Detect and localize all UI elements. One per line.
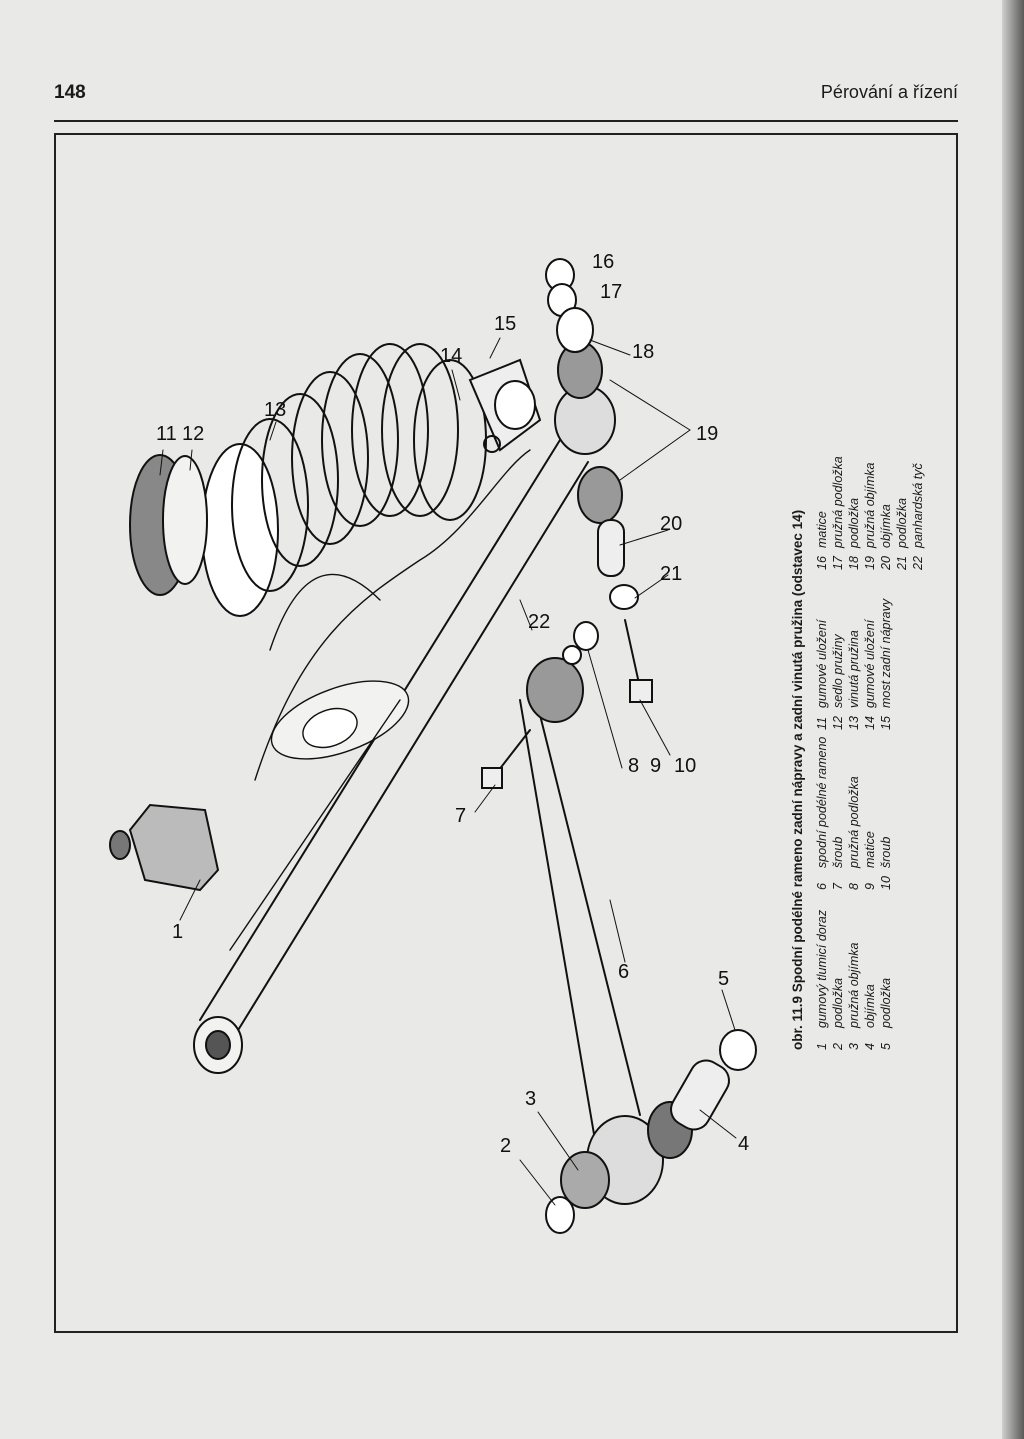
bump-stop-drawing [109,803,220,892]
callout-12: 12 [182,423,204,445]
spring-seat-drawing [129,454,208,596]
trailing-arm-drawing [519,657,693,1205]
callout-1: 1 [172,921,183,943]
callout-3: 3 [525,1088,536,1110]
callout-13: 13 [264,399,286,421]
rear-axle-drawing [229,449,531,951]
callout-11: 11 [156,423,177,445]
bolt-7-drawing [481,729,531,789]
panhard-rod-drawing [193,439,589,1074]
top-nut-stack-drawing [545,258,594,353]
bolt-10-drawing [562,619,653,703]
figure-caption: obr. 11.9 Spodní podélné rameno zadní ná… [790,509,805,1050]
header-divider [54,120,958,122]
callout-14: 14 [440,345,462,367]
sleeve-washer-drawing [670,1029,757,1131]
callout-22: 22 [528,611,550,633]
callout-10: 10 [674,755,696,777]
callout-17: 17 [600,281,622,303]
page-edge-shadow [1002,0,1024,1439]
figure-legend: obr. 11.9 Spodní podélné rameno zadní ná… [790,410,926,1050]
coil-spring-drawing [201,343,487,617]
callout-20: 20 [660,513,682,535]
callout-8: 8 [628,755,639,777]
callout-6: 6 [618,961,629,983]
page-number: 148 [54,82,86,103]
callout-7: 7 [455,805,466,827]
right-bushes-drawing [554,341,639,610]
callout-18: 18 [632,341,654,363]
callout-19: 19 [696,423,718,445]
callout-4: 4 [738,1133,749,1155]
callout-16: 16 [592,251,614,273]
section-title: Pérování a řízení [820,82,958,102]
leader-lines [159,337,737,1206]
callout-21: 21 [660,563,682,585]
callout-2: 2 [500,1135,511,1157]
axle-bracket-drawing [468,358,542,453]
callout-15: 15 [494,313,516,335]
figure-frame [54,133,958,1333]
lower-bush-drawing [545,1151,610,1234]
callout-5: 5 [718,968,729,990]
callout-9: 9 [650,755,661,777]
